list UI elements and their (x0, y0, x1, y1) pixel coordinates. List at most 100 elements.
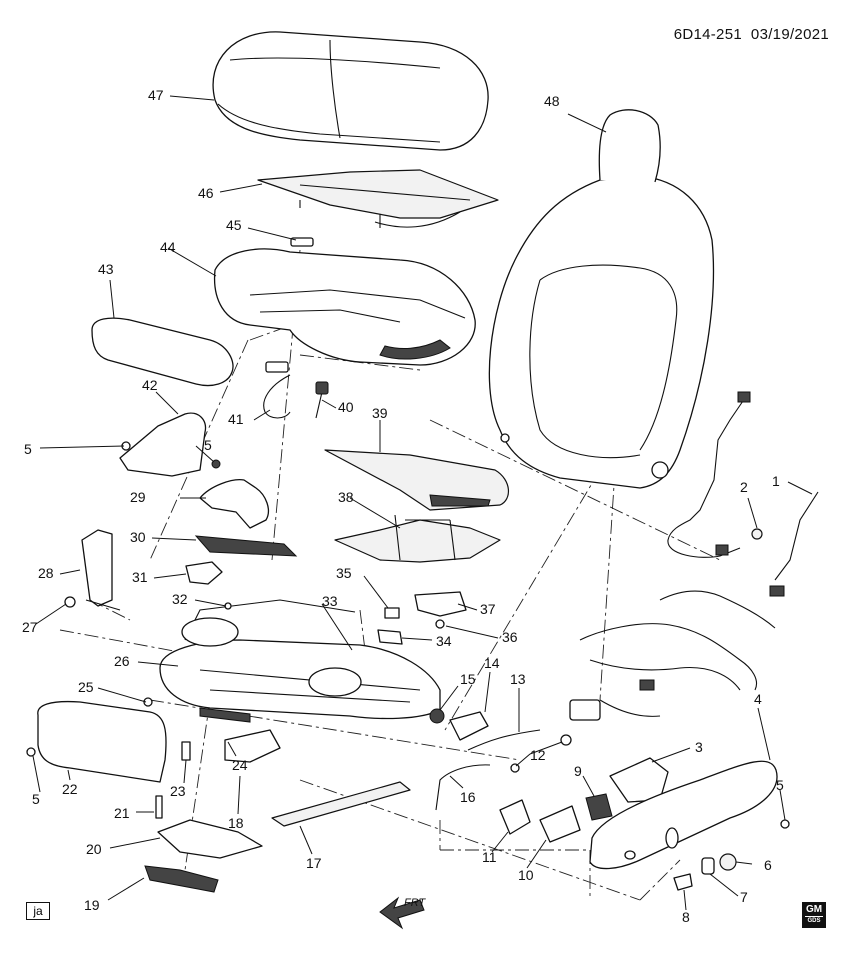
callout-20: 20 (86, 841, 102, 857)
callout-39: 39 (372, 405, 388, 421)
bolt-2 (751, 528, 763, 540)
motor-cover (185, 561, 223, 585)
callout-45: 45 (226, 217, 242, 233)
seat-cushion-pan (257, 169, 499, 228)
cushion-frame-pad (213, 248, 476, 366)
heater-pad (194, 535, 298, 557)
callout-10: 10 (518, 867, 534, 883)
shield-hole (665, 827, 679, 849)
screw-12b (510, 763, 520, 773)
bolt-5c (26, 747, 36, 757)
front-arrow-label: FRT (404, 897, 426, 909)
callout-5a: 5 (24, 441, 32, 457)
callout-48: 48 (544, 93, 560, 109)
diagram-header: 6D14‑251 03/19/2021 (674, 26, 829, 43)
callout-34: 34 (436, 633, 452, 649)
callout-47: 47 (148, 87, 164, 103)
side-shield-left (37, 700, 167, 783)
shield-slot (624, 850, 636, 860)
knob-6 (719, 853, 737, 871)
wiring-harness (569, 391, 819, 721)
callout-21: 21 (114, 805, 130, 821)
motor-14 (449, 711, 489, 741)
callout-43: 43 (98, 261, 114, 277)
bolt-23 (181, 741, 191, 761)
small-pad (290, 237, 314, 247)
callout-5d: 5 (776, 777, 784, 793)
seatback-cover (488, 109, 715, 489)
switch-9 (585, 793, 613, 821)
bracket-3 (609, 757, 669, 803)
tube-16 (435, 764, 491, 811)
nut-36 (435, 619, 445, 629)
callout-22: 22 (62, 781, 78, 797)
callout-3: 3 (695, 739, 703, 755)
diagram-code: 6D14‑251 (673, 26, 742, 43)
module-37 (414, 591, 467, 617)
callout-25: 25 (78, 679, 94, 695)
callout-16: 16 (460, 789, 476, 805)
callout-29: 29 (130, 489, 146, 505)
callout-7: 7 (740, 889, 748, 905)
callout-46: 46 (198, 185, 214, 201)
callout-28: 28 (38, 565, 54, 581)
callout-9: 9 (574, 763, 582, 779)
tube-13 (467, 729, 541, 751)
callout-2: 2 (740, 479, 748, 495)
leader-lines (32, 95, 813, 911)
seat-frame (159, 599, 441, 723)
author-initials: ja (26, 902, 50, 920)
switch-10 (539, 805, 581, 843)
gm-logo-line1: GM (805, 904, 823, 915)
callout-8: 8 (682, 909, 690, 925)
callout-26: 26 (114, 653, 130, 669)
clip-25 (143, 697, 153, 707)
riser-20 (157, 819, 263, 859)
callout-35: 35 (336, 565, 352, 581)
callout-17: 17 (306, 855, 322, 871)
seatbelt-buckle (81, 529, 121, 611)
callout-32: 32 (172, 591, 188, 607)
callout-30: 30 (130, 529, 146, 545)
callout-31: 31 (132, 569, 148, 585)
bracket-34 (377, 629, 403, 645)
callout-19: 19 (84, 897, 100, 913)
bolt-27 (64, 596, 76, 608)
motor-15 (429, 708, 445, 724)
callout-36: 36 (502, 629, 518, 645)
side-shield-right (589, 760, 778, 870)
callout-5b: 5 (204, 437, 212, 453)
screw-12a (560, 734, 572, 746)
callout-12: 12 (530, 747, 546, 763)
callout-5c: 5 (32, 791, 40, 807)
callout-18: 18 (228, 815, 244, 831)
callout-14: 14 (484, 655, 500, 671)
callout-37: 37 (480, 601, 496, 617)
callout-41: 41 (228, 411, 244, 427)
seat-cushion-cover (212, 31, 489, 151)
switch-11 (499, 799, 531, 835)
sensor-harness (263, 361, 329, 419)
bolt-21 (155, 795, 163, 819)
callout-4: 4 (754, 691, 762, 707)
callout-42: 42 (142, 377, 158, 393)
callout-15: 15 (460, 671, 476, 687)
panel-vent (429, 494, 491, 507)
clip-35 (384, 607, 400, 619)
callout-1: 1 (772, 473, 780, 489)
callout-40: 40 (338, 399, 354, 415)
front-arrow: FRT (379, 896, 426, 930)
callout-38: 38 (338, 489, 354, 505)
bracket-18 (224, 729, 281, 763)
callout-23: 23 (170, 783, 186, 799)
callout-33: 33 (322, 593, 338, 609)
trim-29 (199, 479, 270, 529)
callout-11: 11 (482, 849, 497, 865)
callout-24: 24 (232, 757, 248, 773)
bolt-5d (780, 819, 790, 829)
diagram-date: 03/19/2021 (750, 26, 829, 43)
side-bolster (91, 317, 234, 387)
knob-8 (673, 873, 693, 891)
